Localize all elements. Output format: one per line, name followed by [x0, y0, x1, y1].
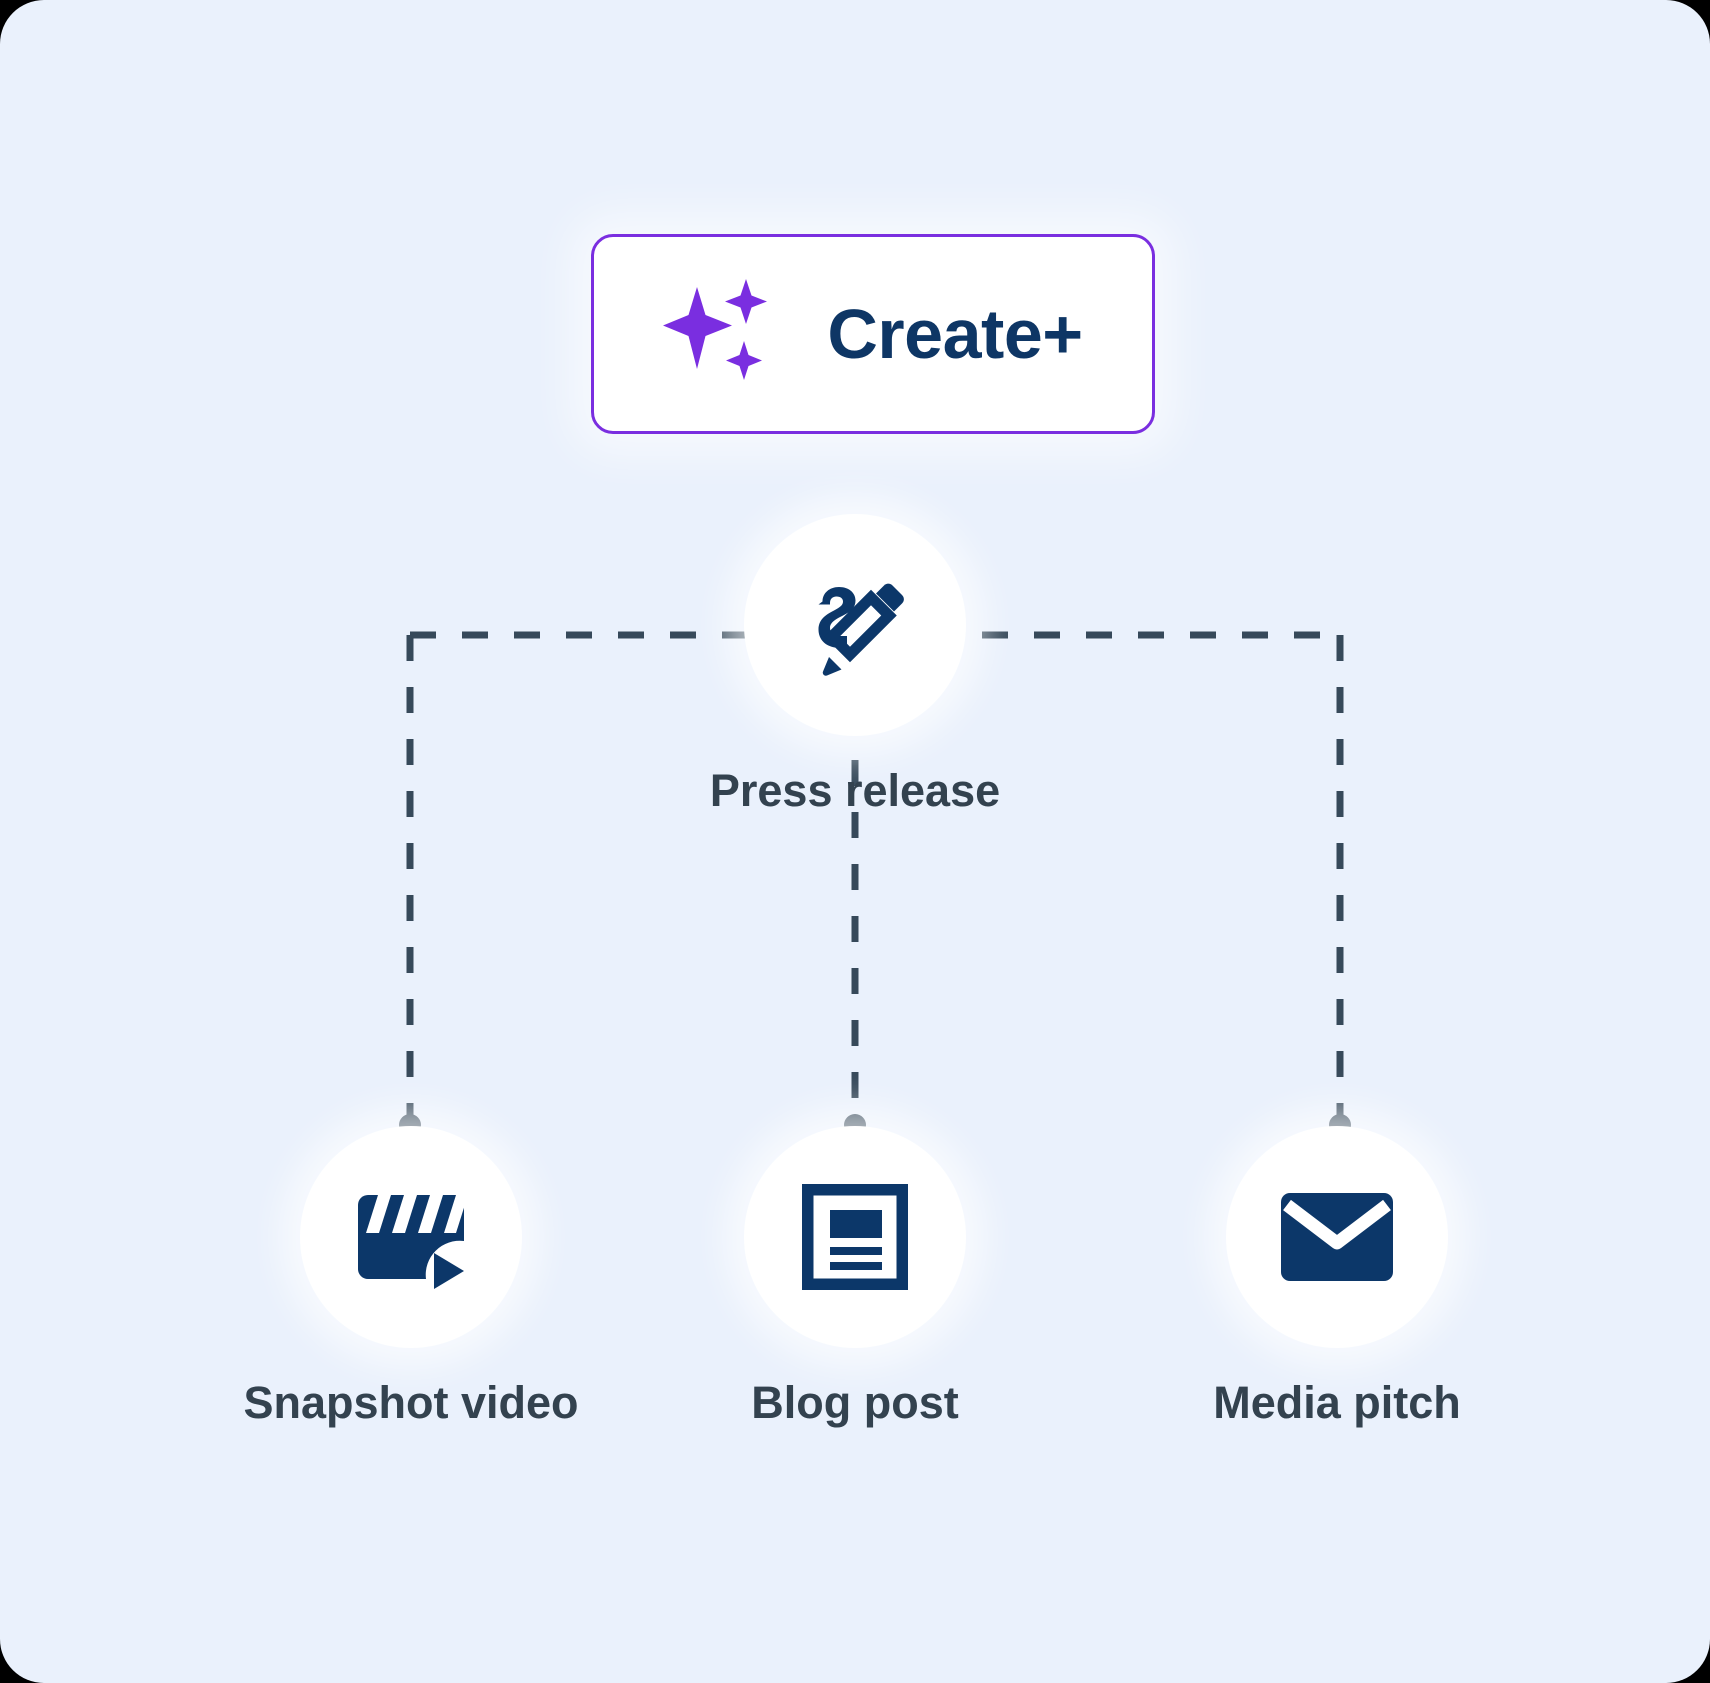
sparkles-icon [663, 279, 768, 380]
node-media-pitch[interactable]: Media pitch [1112, 1126, 1562, 1428]
create-plus-button[interactable]: Create+ [591, 234, 1155, 434]
media-pitch-disc[interactable] [1226, 1126, 1448, 1348]
envelope-icon [1281, 1193, 1393, 1281]
node-snapshot-video[interactable]: Snapshot video [186, 1126, 636, 1428]
press-release-disc[interactable] [744, 514, 966, 736]
node-press-release[interactable]: Press release [594, 514, 1116, 816]
node-blog-post[interactable]: Blog post [694, 1126, 1016, 1428]
pencil-write-icon [818, 583, 904, 676]
blog-post-label: Blog post [751, 1377, 959, 1428]
snapshot-video-label: Snapshot video [243, 1377, 579, 1428]
press-release-label: Press release [709, 765, 1001, 816]
snapshot-video-disc[interactable] [300, 1126, 522, 1348]
article-document-icon [802, 1184, 908, 1290]
create-plus-label: Create+ [827, 295, 1083, 373]
media-pitch-label: Media pitch [1213, 1377, 1461, 1428]
blog-post-disc[interactable] [744, 1126, 966, 1348]
clapperboard-play-icon [358, 1195, 468, 1289]
